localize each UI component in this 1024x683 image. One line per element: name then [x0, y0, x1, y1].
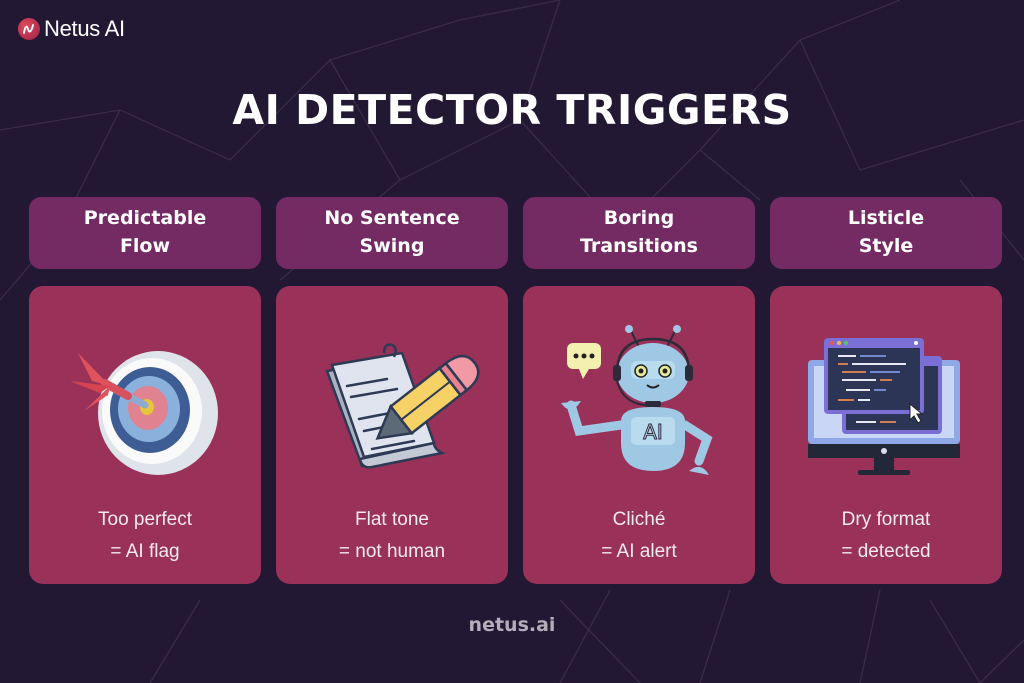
trigger-description: Flat tone [355, 509, 429, 530]
heading-line: Boring [603, 207, 675, 230]
trigger-card: Dry format = detected [770, 286, 1002, 584]
netus-n-icon [18, 18, 40, 40]
trigger-card: AI Cliché = AI alert [523, 286, 755, 584]
heading-line: Style [858, 235, 914, 257]
trigger-result: = detected [841, 541, 931, 562]
trigger-card: Flat tone = not human [276, 286, 508, 584]
brand-name: Netus AI [44, 16, 125, 41]
trigger-heading: Predictable Flow [29, 197, 261, 269]
trigger-heading: Listicle Style [770, 197, 1002, 269]
heading-line: Predictable [83, 207, 207, 230]
trigger-column-boring-transitions: Boring Transitions [523, 197, 755, 584]
trigger-result: = AI alert [601, 541, 677, 562]
trigger-heading: No Sentence Swing [276, 197, 508, 269]
heading-line: Listicle [847, 207, 925, 230]
trigger-description: Cliché [612, 509, 666, 530]
trigger-column-listicle-style: Listicle Style [770, 197, 1002, 584]
trigger-card: Too perfect = AI flag [29, 286, 261, 584]
trigger-result: = AI flag [110, 541, 180, 562]
page-title: AI DETECTOR TRIGGERS [232, 86, 792, 134]
heading-line: Swing [359, 235, 425, 257]
trigger-column-predictable-flow: Predictable Flow Too perfect = AI flag [29, 197, 261, 584]
ai-robot-chat-icon: AI [523, 325, 755, 486]
heading-line: Flow [119, 235, 171, 257]
notepad-pencil-icon [276, 326, 508, 486]
trigger-description: Dry format [841, 509, 931, 530]
heading-line: No Sentence [324, 207, 460, 230]
svg-text:AI: AI [643, 420, 663, 444]
dartboard-target-icon [29, 326, 261, 486]
footer-website: netus.ai [468, 614, 556, 636]
brand-logo: Netus AI [18, 16, 125, 42]
trigger-column-no-sentence-swing: No Sentence Swing [276, 197, 508, 584]
trigger-description: Too perfect [98, 509, 192, 530]
code-monitor-icon [770, 326, 1002, 486]
trigger-heading: Boring Transitions [523, 197, 755, 269]
heading-line: Transitions [580, 235, 698, 257]
trigger-result: = not human [338, 541, 446, 562]
